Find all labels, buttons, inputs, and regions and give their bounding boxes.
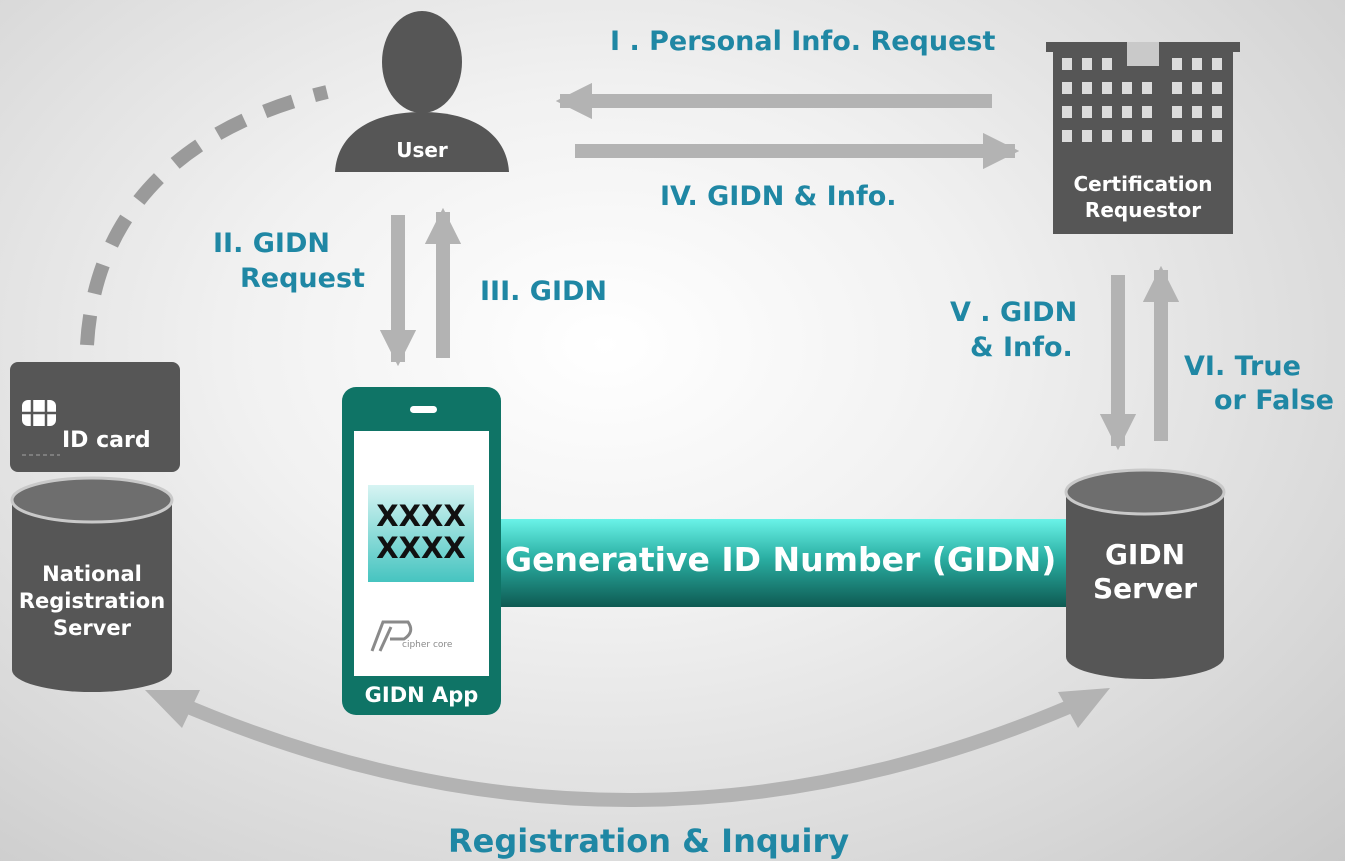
national-server-cylinder — [10, 476, 174, 692]
gidn-server-label-line2: Server — [1092, 572, 1197, 605]
app-code-line1: XXXX — [376, 499, 466, 533]
id-card — [10, 362, 180, 472]
requestor-label-line2: Requestor — [1084, 198, 1202, 222]
step4-label: IV. GIDN & Info. — [660, 181, 897, 212]
gidn-app-phone — [342, 387, 501, 715]
step1-label: I . Personal Info. Request — [610, 26, 996, 57]
gidn-app-label: GIDN App — [364, 683, 479, 707]
step6-label-line2: or False — [1214, 385, 1334, 416]
national-server-label-line3: Server — [52, 616, 131, 640]
national-server-label-line2: Registration — [18, 589, 166, 613]
dashed-link-arc — [80, 85, 329, 346]
id-card-label: ID card — [62, 428, 151, 453]
gidn-band — [495, 519, 1082, 607]
user-label: User — [396, 138, 448, 162]
arrow-head-left — [145, 690, 200, 728]
person-silhouette-icon — [335, 11, 509, 172]
step3-label: III. GIDN — [480, 276, 608, 307]
step5-label-line1: V . GIDN — [950, 297, 1078, 328]
arrow-head-right — [1058, 688, 1110, 728]
registration-inquiry-label: Registration & Inquiry — [448, 822, 850, 860]
step5-label-line2: & Info. — [970, 332, 1073, 363]
gidn-server-cylinder — [1064, 468, 1226, 679]
step6-label-line1: VI. True — [1184, 351, 1301, 382]
gidn-server-label-line1: GIDN — [1104, 538, 1186, 571]
arrow-registration-inquiry — [169, 693, 1088, 807]
gidn-band-label: Generative ID Number (GIDN) — [505, 540, 1057, 579]
step2-label-line2: Request — [240, 263, 365, 294]
step2-label-line1: II. GIDN — [213, 228, 330, 259]
cipher-core-logo-icon — [370, 620, 413, 652]
app-logo-text: cipher core — [402, 640, 453, 650]
national-server-label-line1: National — [42, 562, 142, 586]
app-code-line2: XXXX — [376, 531, 466, 565]
requestor-label-line1: Certification — [1073, 172, 1213, 196]
building-icon — [1046, 42, 1240, 234]
